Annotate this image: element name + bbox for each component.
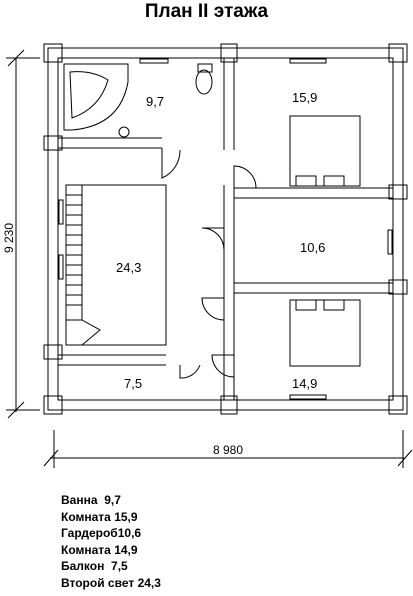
legend-area: 14,9 [114, 542, 138, 557]
legend-name: Комната [61, 542, 111, 557]
room-area-room1: 15,9 [292, 90, 317, 105]
legend-row: Второй свет 24,3 [61, 575, 161, 592]
legend-area: 24,3 [137, 575, 161, 590]
toilet [195, 69, 213, 95]
window [139, 58, 169, 64]
window [289, 394, 327, 400]
bed-room1 [289, 115, 361, 187]
room-area-bath: 9,7 [146, 94, 164, 109]
legend-area: 7,5 [111, 559, 128, 573]
legend-row: Балкон 7,5 [61, 558, 161, 575]
door-room2 [201, 297, 225, 321]
log-ends [43, 43, 408, 415]
legend-row: Ванна 9,7 [61, 492, 161, 509]
legend-name: Ванна [61, 493, 98, 507]
legend-row: Комната 14,9 [61, 542, 161, 559]
sink [118, 126, 130, 138]
outer-wall [47, 47, 404, 411]
door-room2-lower [211, 354, 235, 378]
legend-name: Комната [61, 509, 111, 524]
door-bath [161, 148, 181, 179]
legend-name: Балкон [61, 559, 105, 573]
door-wardrobe [201, 227, 225, 251]
dimension-width: 8 980 [213, 443, 243, 457]
area-legend: Ванна 9,7 Комната 15,9 Гардероб10,6 Комн… [61, 492, 161, 591]
door-room1 [233, 165, 257, 189]
dimension-height: 9 230 [2, 223, 16, 253]
plan-title: План II этажа [144, 1, 269, 22]
outer-wall-inner [57, 57, 394, 401]
window [58, 254, 64, 280]
stair-treads [66, 185, 101, 346]
legend-row: Гардероб10,6 [61, 525, 161, 542]
legend-area: 9,7 [104, 493, 121, 507]
legend-row: Комната 15,9 [61, 509, 161, 526]
window [58, 199, 64, 225]
door-balcony [179, 364, 201, 379]
window [387, 229, 393, 255]
room-area-balcony: 7,5 [124, 376, 142, 391]
room-area-wardrobe: 10,6 [300, 240, 325, 255]
room-area-second-light: 24,3 [116, 260, 141, 275]
legend-name: Гардероб [61, 526, 118, 540]
bed-room2 [289, 299, 361, 367]
room-area-room2: 14,9 [292, 376, 317, 391]
legend-area: 15,9 [114, 509, 138, 524]
window [289, 58, 327, 64]
bathtub [63, 63, 129, 131]
legend-area: 10,6 [117, 526, 142, 540]
legend-name: Второй свет [61, 575, 135, 590]
